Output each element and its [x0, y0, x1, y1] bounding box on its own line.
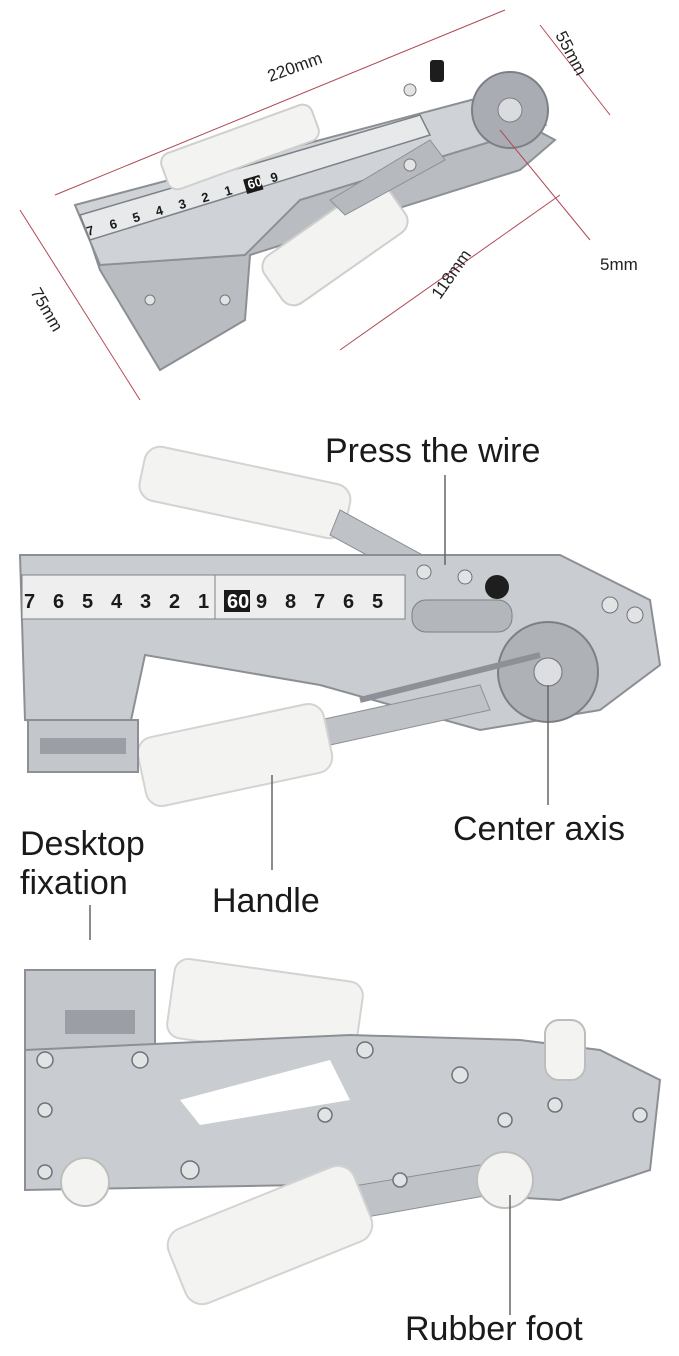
upper-handle [138, 445, 352, 540]
lever-arm [329, 139, 446, 216]
scale-highlight [243, 174, 264, 194]
scale-number: 6 [108, 216, 119, 232]
scale-number: 2 [169, 591, 180, 613]
length-dimension: 220mm [265, 49, 325, 86]
upper-handle [160, 103, 320, 191]
scale-number: 5 [131, 209, 142, 225]
scale-number: 60 [246, 174, 264, 192]
scale-number: 5 [82, 591, 93, 613]
wire-size-dimension: 5mm [600, 255, 638, 274]
rubber-foot-top [544, 1019, 586, 1081]
scale-number: 1 [198, 591, 209, 613]
scale-number: 4 [111, 591, 123, 613]
scale-number: 6 [53, 591, 64, 613]
scale-number: 9 [256, 591, 267, 613]
scale-number: 3 [140, 591, 151, 613]
label-desktop-fixation: Desktop fixation [20, 825, 145, 903]
lower-handle [261, 181, 409, 307]
scale-number: 5 [372, 591, 383, 613]
scale-number: 1 [223, 182, 234, 198]
scale-number: 7 [24, 591, 35, 613]
label-handle: Handle [212, 882, 320, 920]
scale-number: 60 [227, 591, 249, 613]
label-rubber-foot: Rubber foot [405, 1310, 583, 1348]
bottom-panel: Rubber foot [0, 940, 679, 1356]
lower-handle [136, 702, 334, 808]
label-press-the-wire: Press the wire [325, 432, 541, 470]
press-block [411, 599, 513, 633]
scale-highlight [224, 590, 250, 612]
rubber-foot-left [60, 1157, 110, 1207]
underside-drawing [24, 957, 662, 1315]
lower-handle [166, 1164, 374, 1306]
scale-number: 7 [85, 222, 96, 238]
scale-number: 4 [154, 202, 166, 219]
handle-length-dimension: 118mm [428, 246, 475, 302]
scale-number: 3 [177, 196, 188, 212]
scale-number: 9 [269, 169, 280, 185]
scale-number: 8 [285, 591, 296, 613]
height-dimension: 55mm [551, 28, 590, 79]
label-center-axis: Center axis [453, 810, 625, 848]
scale-number: 6 [343, 591, 354, 613]
scale-number: 7 [314, 591, 325, 613]
scale-number: 2 [200, 189, 211, 205]
rubber-foot-right [476, 1151, 534, 1209]
base-width-dimension: 75mm [27, 285, 67, 335]
